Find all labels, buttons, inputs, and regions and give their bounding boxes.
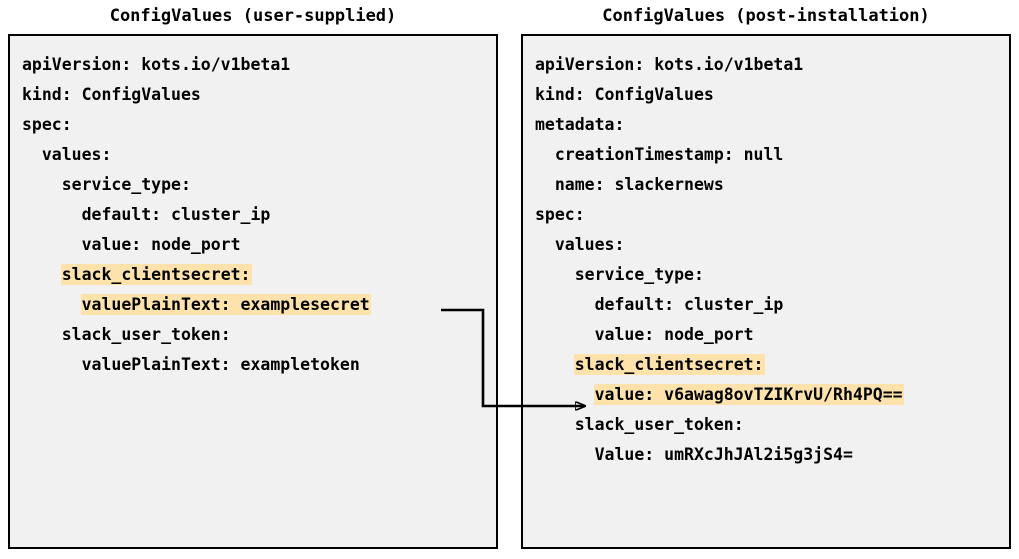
user-supplied-yaml-code: apiVersion: kots.io/v1beta1 kind: ConfigV… — [22, 50, 496, 380]
yaml-line: value: node_port — [22, 230, 496, 260]
yaml-line: slack_clientsecret: — [22, 260, 496, 290]
yaml-indent — [535, 445, 595, 464]
yaml-line-text: service_type: — [574, 265, 704, 284]
yaml-line: value: node_port — [535, 320, 1009, 350]
yaml-line-text: slack_clientsecret: — [574, 355, 764, 374]
yaml-indent — [535, 145, 555, 164]
yaml-line: apiVersion: kots.io/v1beta1 — [535, 50, 1009, 80]
yaml-indent — [535, 295, 595, 314]
yaml-line: slack_clientsecret: — [535, 350, 1009, 380]
yaml-line: slack_user_token: — [22, 320, 496, 350]
yaml-indent — [22, 145, 42, 164]
yaml-line: valuePlainText: examplesecret — [22, 290, 496, 320]
yaml-indent — [535, 355, 575, 374]
yaml-line-text: kind: ConfigValues — [535, 85, 714, 104]
yaml-line: service_type: — [535, 260, 1009, 290]
yaml-line: values: — [535, 230, 1009, 260]
yaml-line-text: apiVersion: kots.io/v1beta1 — [535, 55, 804, 74]
yaml-indent — [535, 325, 595, 344]
yaml-line-text: default: cluster_ip — [81, 205, 271, 224]
yaml-indent — [535, 265, 575, 284]
yaml-line: Value: umRXcJhJAl2i5g3jS4= — [535, 440, 1009, 470]
yaml-line: values: — [22, 140, 496, 170]
yaml-line-text: Value: umRXcJhJAl2i5g3jS4= — [594, 445, 853, 464]
yaml-line: kind: ConfigValues — [22, 80, 496, 110]
post-installation-yaml-code: apiVersion: kots.io/v1beta1 kind: ConfigV… — [535, 50, 1009, 470]
yaml-line: value: v6awag8ovTZIKrvU/Rh4PQ== — [535, 380, 1009, 410]
yaml-line-text: default: cluster_ip — [594, 295, 784, 314]
yaml-line-text: slack_user_token: — [574, 415, 744, 434]
user-supplied-panel-box: apiVersion: kots.io/v1beta1 kind: ConfigV… — [8, 34, 498, 549]
yaml-indent — [22, 235, 82, 254]
yaml-line-text: metadata: — [535, 115, 625, 134]
yaml-indent — [535, 385, 595, 404]
yaml-indent — [535, 235, 555, 254]
post-installation-panel-box: apiVersion: kots.io/v1beta1 kind: ConfigV… — [521, 34, 1011, 549]
yaml-line: apiVersion: kots.io/v1beta1 — [22, 50, 496, 80]
yaml-line: default: cluster_ip — [535, 290, 1009, 320]
yaml-line-text: spec: — [535, 205, 585, 224]
yaml-indent — [535, 175, 555, 194]
yaml-line: service_type: — [22, 170, 496, 200]
yaml-line-text: slack_user_token: — [61, 325, 231, 344]
yaml-line-text: values: — [41, 145, 112, 164]
yaml-line-text: creationTimestamp: null — [554, 145, 784, 164]
yaml-line: spec: — [535, 200, 1009, 230]
post-installation-panel-title: ConfigValues (post-installation) — [602, 6, 930, 26]
yaml-line: slack_user_token: — [535, 410, 1009, 440]
yaml-line-text: slack_clientsecret: — [61, 265, 251, 284]
yaml-indent — [22, 325, 62, 344]
yaml-indent — [22, 265, 62, 284]
yaml-line-text: value: node_port — [81, 235, 241, 254]
yaml-line-text: values: — [554, 235, 625, 254]
yaml-line: valuePlainText: exampletoken — [22, 350, 496, 380]
yaml-line-text: valuePlainText: examplesecret — [81, 295, 370, 314]
yaml-line: name: slackernews — [535, 170, 1009, 200]
yaml-line-text: value: node_port — [594, 325, 754, 344]
yaml-line-text: kind: ConfigValues — [22, 85, 201, 104]
user-supplied-panel-title: ConfigValues (user-supplied) — [109, 6, 397, 26]
yaml-line: default: cluster_ip — [22, 200, 496, 230]
yaml-line: spec: — [22, 110, 496, 140]
yaml-indent — [535, 415, 575, 434]
yaml-indent — [22, 175, 62, 194]
yaml-indent — [22, 295, 82, 314]
yaml-line-text: apiVersion: kots.io/v1beta1 — [22, 55, 291, 74]
yaml-line: kind: ConfigValues — [535, 80, 1009, 110]
yaml-indent — [22, 355, 82, 374]
yaml-line: metadata: — [535, 110, 1009, 140]
yaml-line-text: spec: — [22, 115, 72, 134]
yaml-line-text: valuePlainText: exampletoken — [81, 355, 360, 374]
yaml-line-text: name: slackernews — [554, 175, 724, 194]
yaml-line-text: service_type: — [61, 175, 191, 194]
yaml-line: creationTimestamp: null — [535, 140, 1009, 170]
yaml-indent — [22, 205, 82, 224]
yaml-line-text: value: v6awag8ovTZIKrvU/Rh4PQ== — [594, 385, 903, 404]
